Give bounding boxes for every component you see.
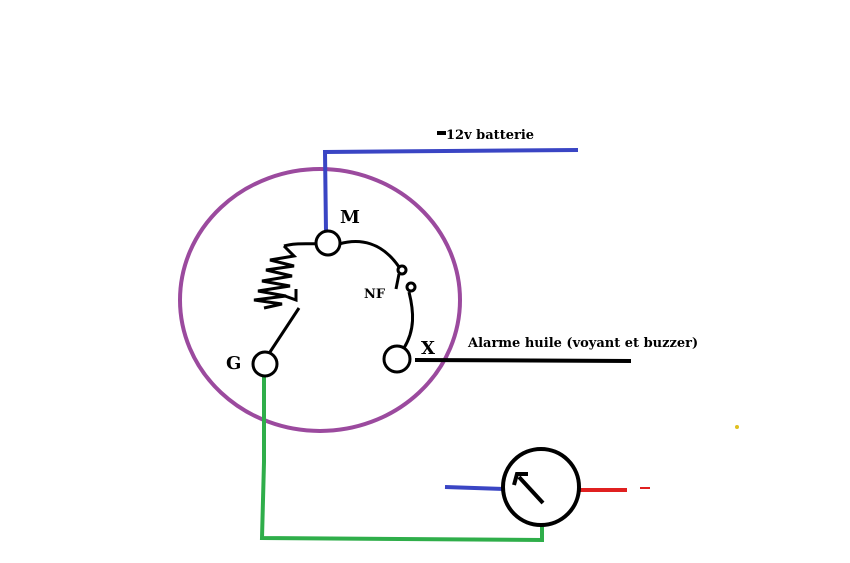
terminal-m (314, 229, 342, 257)
oil-gauge (444, 447, 650, 527)
terminal-g-label: G (226, 353, 241, 374)
battery-label: 12v batterie (446, 128, 534, 143)
alarm-label: Alarme huile (voyant et buzzer) (467, 336, 698, 351)
sender-body-circle (178, 167, 462, 433)
terminal-x (382, 344, 412, 374)
gauge-wire (259, 376, 544, 543)
gauge-dial (501, 447, 581, 527)
nf-contact-label: NF (364, 287, 386, 302)
terminal-m-label: M (340, 207, 360, 228)
gauge-blue-lead (444, 485, 505, 491)
wiper-arrow-icon (268, 289, 301, 353)
terminal-x-label: X (421, 338, 435, 359)
stray-dot (735, 425, 739, 429)
gauge-needle-icon (512, 472, 545, 505)
terminal-g (251, 350, 279, 378)
alarm-wire (414, 358, 632, 363)
battery-wire (322, 148, 579, 233)
normally-closed-switch-icon (338, 240, 417, 349)
